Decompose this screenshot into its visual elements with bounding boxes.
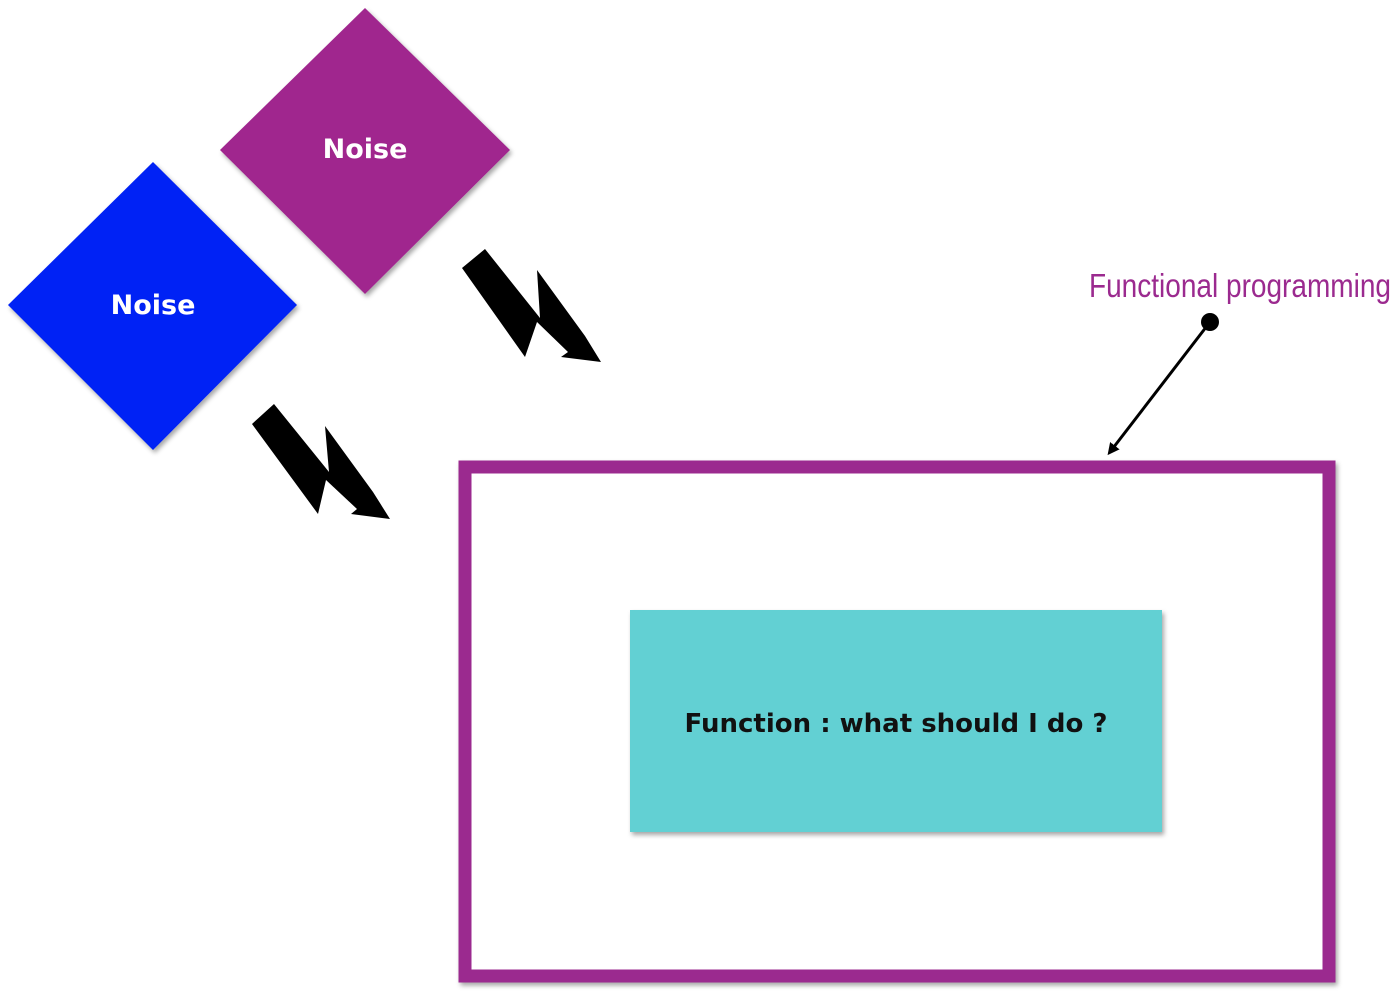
lightning-bolt-upper bbox=[462, 249, 601, 362]
noise-diamond-top: Noise bbox=[220, 8, 510, 294]
function-box-shape bbox=[630, 610, 1162, 832]
lightning-bolt-lower bbox=[252, 404, 390, 519]
annotation-label: Functional programming bbox=[1089, 267, 1391, 304]
pointer-dot bbox=[1201, 313, 1219, 331]
noise-diamond-top-label: Noise bbox=[323, 134, 408, 165]
function-box: Function : what should I do ? bbox=[630, 610, 1162, 832]
noise-diamond-left: Noise bbox=[8, 162, 297, 450]
lightning-bolt-arrow-icon bbox=[252, 404, 390, 519]
noise-diamond-left-shape bbox=[8, 162, 297, 450]
pointer-arrow-icon bbox=[1107, 313, 1219, 456]
function-box-label: Function : what should I do ? bbox=[685, 709, 1108, 739]
noise-diamond-top-shape bbox=[220, 8, 510, 294]
lightning-bolt-arrow-icon bbox=[462, 249, 601, 362]
noise-diamond-left-label: Noise bbox=[111, 290, 196, 321]
pointer-line bbox=[1107, 321, 1212, 456]
